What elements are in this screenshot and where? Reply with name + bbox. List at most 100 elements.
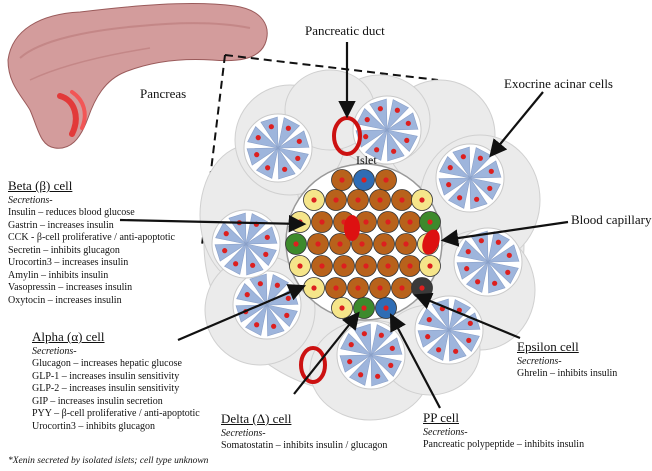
pp-cell-title: PP cell <box>423 410 459 425</box>
delta-cell-title: Delta (Δ) cell <box>221 411 292 426</box>
acinar-cell <box>386 128 405 162</box>
beta-cell-nucleus <box>337 241 343 247</box>
blood-capillary-label: Blood capillary <box>571 212 652 227</box>
acinar-nucleus <box>264 234 270 240</box>
beta-cell-nucleus <box>315 241 321 247</box>
acinar-cell <box>427 329 450 361</box>
acinus <box>232 270 302 340</box>
acinus <box>352 95 422 165</box>
beta-secretions-heading: Secretions- <box>8 195 53 206</box>
delta-secretion-line: Somatostatin – inhibits insulin / glucag… <box>221 440 388 451</box>
pp-cell-block: PP cell Secretions- Pancreatic polypepti… <box>423 410 584 452</box>
alpha-cell-title: Alpha (α) cell <box>32 329 105 344</box>
acinar-cell <box>215 222 247 245</box>
arrow-pp-cell <box>389 313 441 409</box>
pancreatic-duct-label: Pancreatic duct <box>305 23 385 38</box>
acinar-cell <box>349 354 372 386</box>
acinar-nucleus <box>389 345 395 351</box>
acinar-nucleus <box>464 266 470 272</box>
acinar-cell <box>438 177 472 196</box>
acinar-nucleus <box>364 117 370 123</box>
alpha-secretion-line: GLP-2 – increases insulin sensitivity <box>32 383 180 394</box>
acinar-nucleus <box>377 106 383 112</box>
acinar-cell <box>370 353 389 387</box>
beta-cell-title: Beta (β) cell <box>8 178 73 193</box>
acinar-cell <box>365 129 388 161</box>
pp-secretions-heading: Secretions- <box>423 427 468 438</box>
islet-cells <box>285 169 441 319</box>
acinar-nucleus <box>506 252 512 258</box>
acinar-cell <box>418 308 450 331</box>
acinar-nucleus <box>488 168 494 174</box>
acinar-nucleus <box>378 332 384 338</box>
acinar-cell <box>228 212 247 246</box>
beta-cell-block: Beta (β) cell Secretions- Insulin – redu… <box>8 178 175 307</box>
delta-secretions-heading: Secretions- <box>221 428 266 439</box>
acinus <box>453 227 523 297</box>
beta-secretion-line: Gastrin – increases insulin <box>8 219 114 231</box>
epsilon-secretion-line: Ghrelin – inhibits insulin <box>517 368 618 379</box>
acinar-cell <box>245 213 268 245</box>
beta-cell-nucleus <box>377 285 383 291</box>
acinar-cell <box>246 147 280 166</box>
acinus <box>336 320 406 390</box>
acinar-cell <box>356 108 388 131</box>
acinar-nucleus <box>254 322 260 328</box>
acinar-cell <box>369 98 388 132</box>
acinar-cell <box>266 304 298 327</box>
acinar-cell <box>385 112 419 131</box>
blood-capillary-center <box>344 215 360 241</box>
acinar-nucleus <box>404 137 410 143</box>
acinar-nucleus <box>457 195 463 201</box>
alpha-secretion-line: GIP – increases insulin secretion <box>32 395 163 407</box>
beta-cell-nucleus <box>359 241 365 247</box>
beta-cell-nucleus <box>407 263 413 269</box>
alpha-cell-nucleus <box>419 197 425 203</box>
epsilon-cell-block: Epsilon cell Secretions- Ghrelin – inhib… <box>517 339 617 381</box>
arrow-exocrine-acinar <box>489 91 544 158</box>
arrow-alpha-cell <box>177 284 307 342</box>
beta-cell-nucleus <box>355 285 361 291</box>
exocrine-acini <box>211 95 523 390</box>
alpha-cell-block: Alpha (α) cell Secretions- Glucagon – in… <box>32 329 200 433</box>
islet-label: Islet <box>356 153 377 167</box>
acinar-nucleus <box>505 269 511 275</box>
beta-cell-nucleus <box>339 177 345 183</box>
acinar-nucleus <box>363 134 369 140</box>
acinar-cell <box>236 283 268 306</box>
acinar-cell <box>276 130 310 149</box>
blood-capillary-right <box>422 229 440 255</box>
acinar-nucleus <box>394 107 400 113</box>
beta-cell-nucleus <box>333 197 339 203</box>
acinar-nucleus <box>436 347 442 353</box>
delta-cell-block: Delta (Δ) cell Secretions- Somatostatin … <box>221 411 387 453</box>
acinus <box>243 113 313 183</box>
beta-secretion-line: Secretin – inhibits glucagon <box>8 244 120 256</box>
acinar-nucleus <box>255 135 261 141</box>
acinar-nucleus <box>465 249 471 255</box>
acinar-cell <box>266 303 285 337</box>
acinar-cell <box>260 116 279 150</box>
acinar-nucleus <box>495 239 501 245</box>
acinar-nucleus <box>282 166 288 172</box>
acinar-cell <box>214 243 248 262</box>
acinar-nucleus <box>250 262 256 268</box>
acinar-cell <box>469 176 488 210</box>
beta-cell-nucleus <box>377 197 383 203</box>
delta-cell-nucleus <box>361 305 367 311</box>
acinar-nucleus <box>361 331 367 337</box>
acinar-cell <box>466 261 489 293</box>
acinar-cell <box>386 99 409 131</box>
beta-cell-nucleus <box>363 263 369 269</box>
epsilon-cell-nucleus <box>419 285 425 291</box>
acinar-nucleus <box>223 231 229 237</box>
pp-cell-nucleus <box>383 305 389 311</box>
acinar-cell <box>245 243 277 266</box>
acinar-cell <box>469 177 501 200</box>
acinar-nucleus <box>347 359 353 365</box>
beta-secretion-line: Vasopressin – increases insulin <box>8 282 133 293</box>
epsilon-secretions-heading: Secretions- <box>517 356 562 367</box>
arrow-beta-cell <box>119 214 307 233</box>
pp-cell-nucleus <box>361 177 367 183</box>
acinar-cell <box>353 323 372 357</box>
